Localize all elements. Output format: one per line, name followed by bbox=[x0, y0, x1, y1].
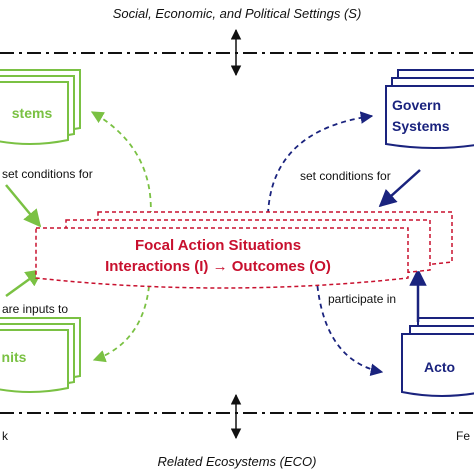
navy-feedback-arrow-bottom bbox=[315, 267, 384, 377]
governance-systems-label-1: Govern bbox=[392, 97, 441, 113]
right-participate-label: participate in bbox=[328, 292, 396, 306]
left-inputs-label: are inputs to bbox=[2, 302, 68, 316]
resource-systems-label: stems bbox=[12, 105, 53, 121]
right-set-conditions-label: set conditions for bbox=[300, 169, 391, 183]
actors-box: Acto bbox=[401, 317, 474, 397]
governance-systems-box: Govern Systems bbox=[385, 69, 474, 149]
green-feedback-arrow-top bbox=[90, 111, 152, 226]
navy-feedback-arrow-top bbox=[267, 111, 374, 215]
ecosystems-label: Related Ecosystems (ECO) bbox=[158, 454, 317, 469]
resource-systems-box: stems bbox=[0, 69, 81, 145]
green-feedback-arrow-bottom bbox=[92, 267, 151, 363]
left-set-conditions-label: set conditions for bbox=[2, 167, 93, 181]
bottom-left-fragment: k bbox=[2, 429, 9, 443]
resource-units-label: nits bbox=[2, 349, 27, 365]
bottom-right-fragment: Fe bbox=[456, 429, 470, 443]
settings-label: Social, Economic, and Political Settings… bbox=[113, 6, 362, 21]
focal-title: Focal Action Situations bbox=[135, 237, 301, 254]
resource-units-box: nits bbox=[0, 317, 81, 393]
actors-label: Acto bbox=[424, 359, 455, 375]
focal-action-situations-box: Focal Action Situations Interactions (I)… bbox=[35, 211, 453, 289]
navy-arrow-set-conditions bbox=[378, 169, 421, 208]
focal-subtitle: Interactions (I) → Outcomes (O) bbox=[105, 258, 331, 275]
governance-systems-label-2: Systems bbox=[392, 118, 450, 134]
green-arrow-set-conditions bbox=[5, 184, 42, 228]
